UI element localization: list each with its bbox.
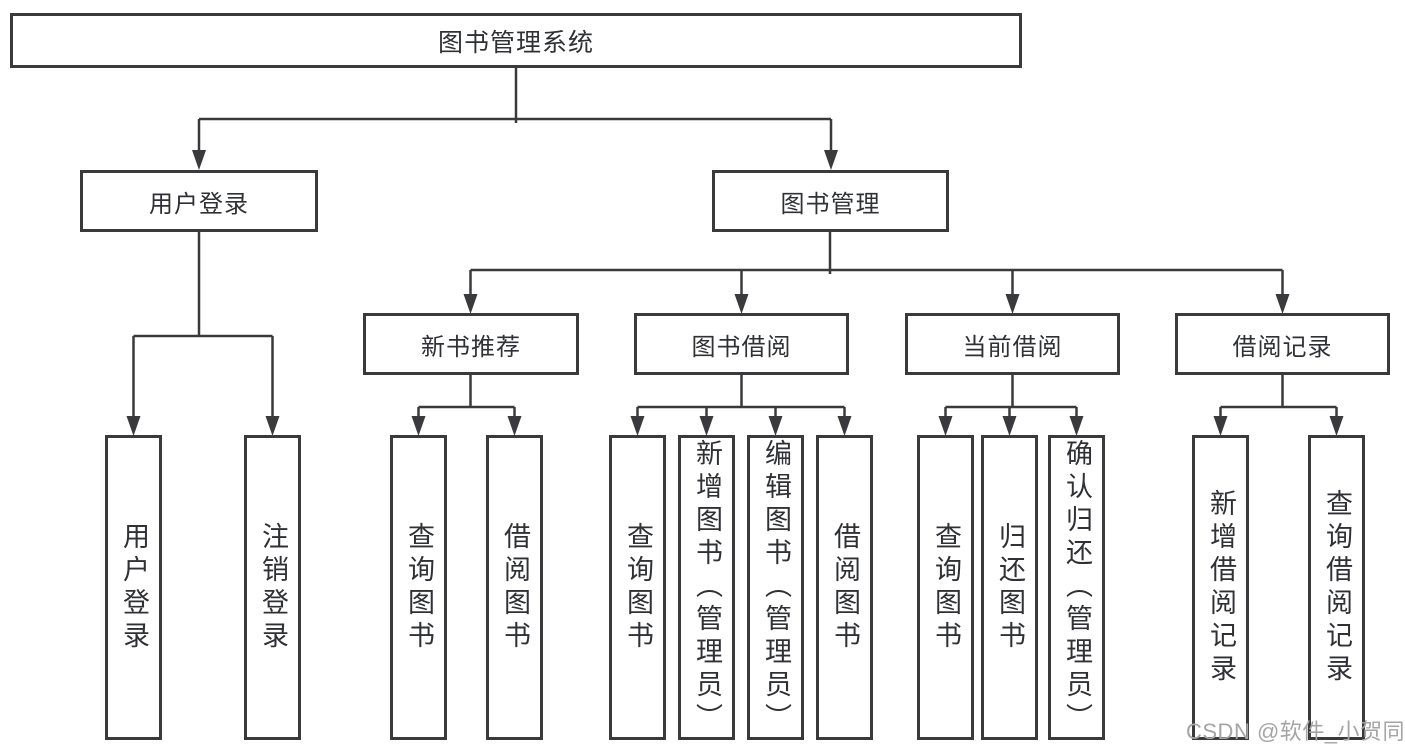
node-book-borrowing: 图书借阅 xyxy=(634,313,849,375)
node-book-management-branch: 图书管理 xyxy=(712,170,949,232)
leaf-confirm-return-admin: 确认归还（管理员） xyxy=(1048,435,1105,740)
leaf-return-books: 归还图书 xyxy=(981,435,1038,740)
leaf-add-books-admin: 新增图书（管理员） xyxy=(678,435,735,740)
leaf-query-books-recommend: 查询图书 xyxy=(390,435,447,740)
leaf-borrow-books-recommend: 借阅图书 xyxy=(486,435,543,740)
leaf-borrow-books: 借阅图书 xyxy=(816,435,873,740)
leaf-query-books-borrowing: 查询图书 xyxy=(609,435,666,740)
csdn-watermark: CSDN @软件_小贺同学 xyxy=(1186,719,1405,744)
node-new-book-recommend: 新书推荐 xyxy=(363,313,579,375)
leaf-logout: 注销登录 xyxy=(244,435,301,740)
node-root-system: 图书管理系统 xyxy=(10,13,1022,68)
leaf-query-borrow-record: 查询借阅记录 xyxy=(1308,435,1365,740)
arrowheads xyxy=(126,150,1344,436)
leaf-edit-books-admin: 编辑图书（管理员） xyxy=(747,435,804,740)
node-borrowing-records: 借阅记录 xyxy=(1175,313,1390,375)
leaf-user-login: 用户登录 xyxy=(105,435,162,740)
node-user-login-branch: 用户登录 xyxy=(80,170,318,232)
leaf-query-books-current: 查询图书 xyxy=(917,435,974,740)
node-current-borrowing: 当前借阅 xyxy=(905,313,1120,375)
leaf-add-borrow-record: 新增借阅记录 xyxy=(1192,435,1249,740)
